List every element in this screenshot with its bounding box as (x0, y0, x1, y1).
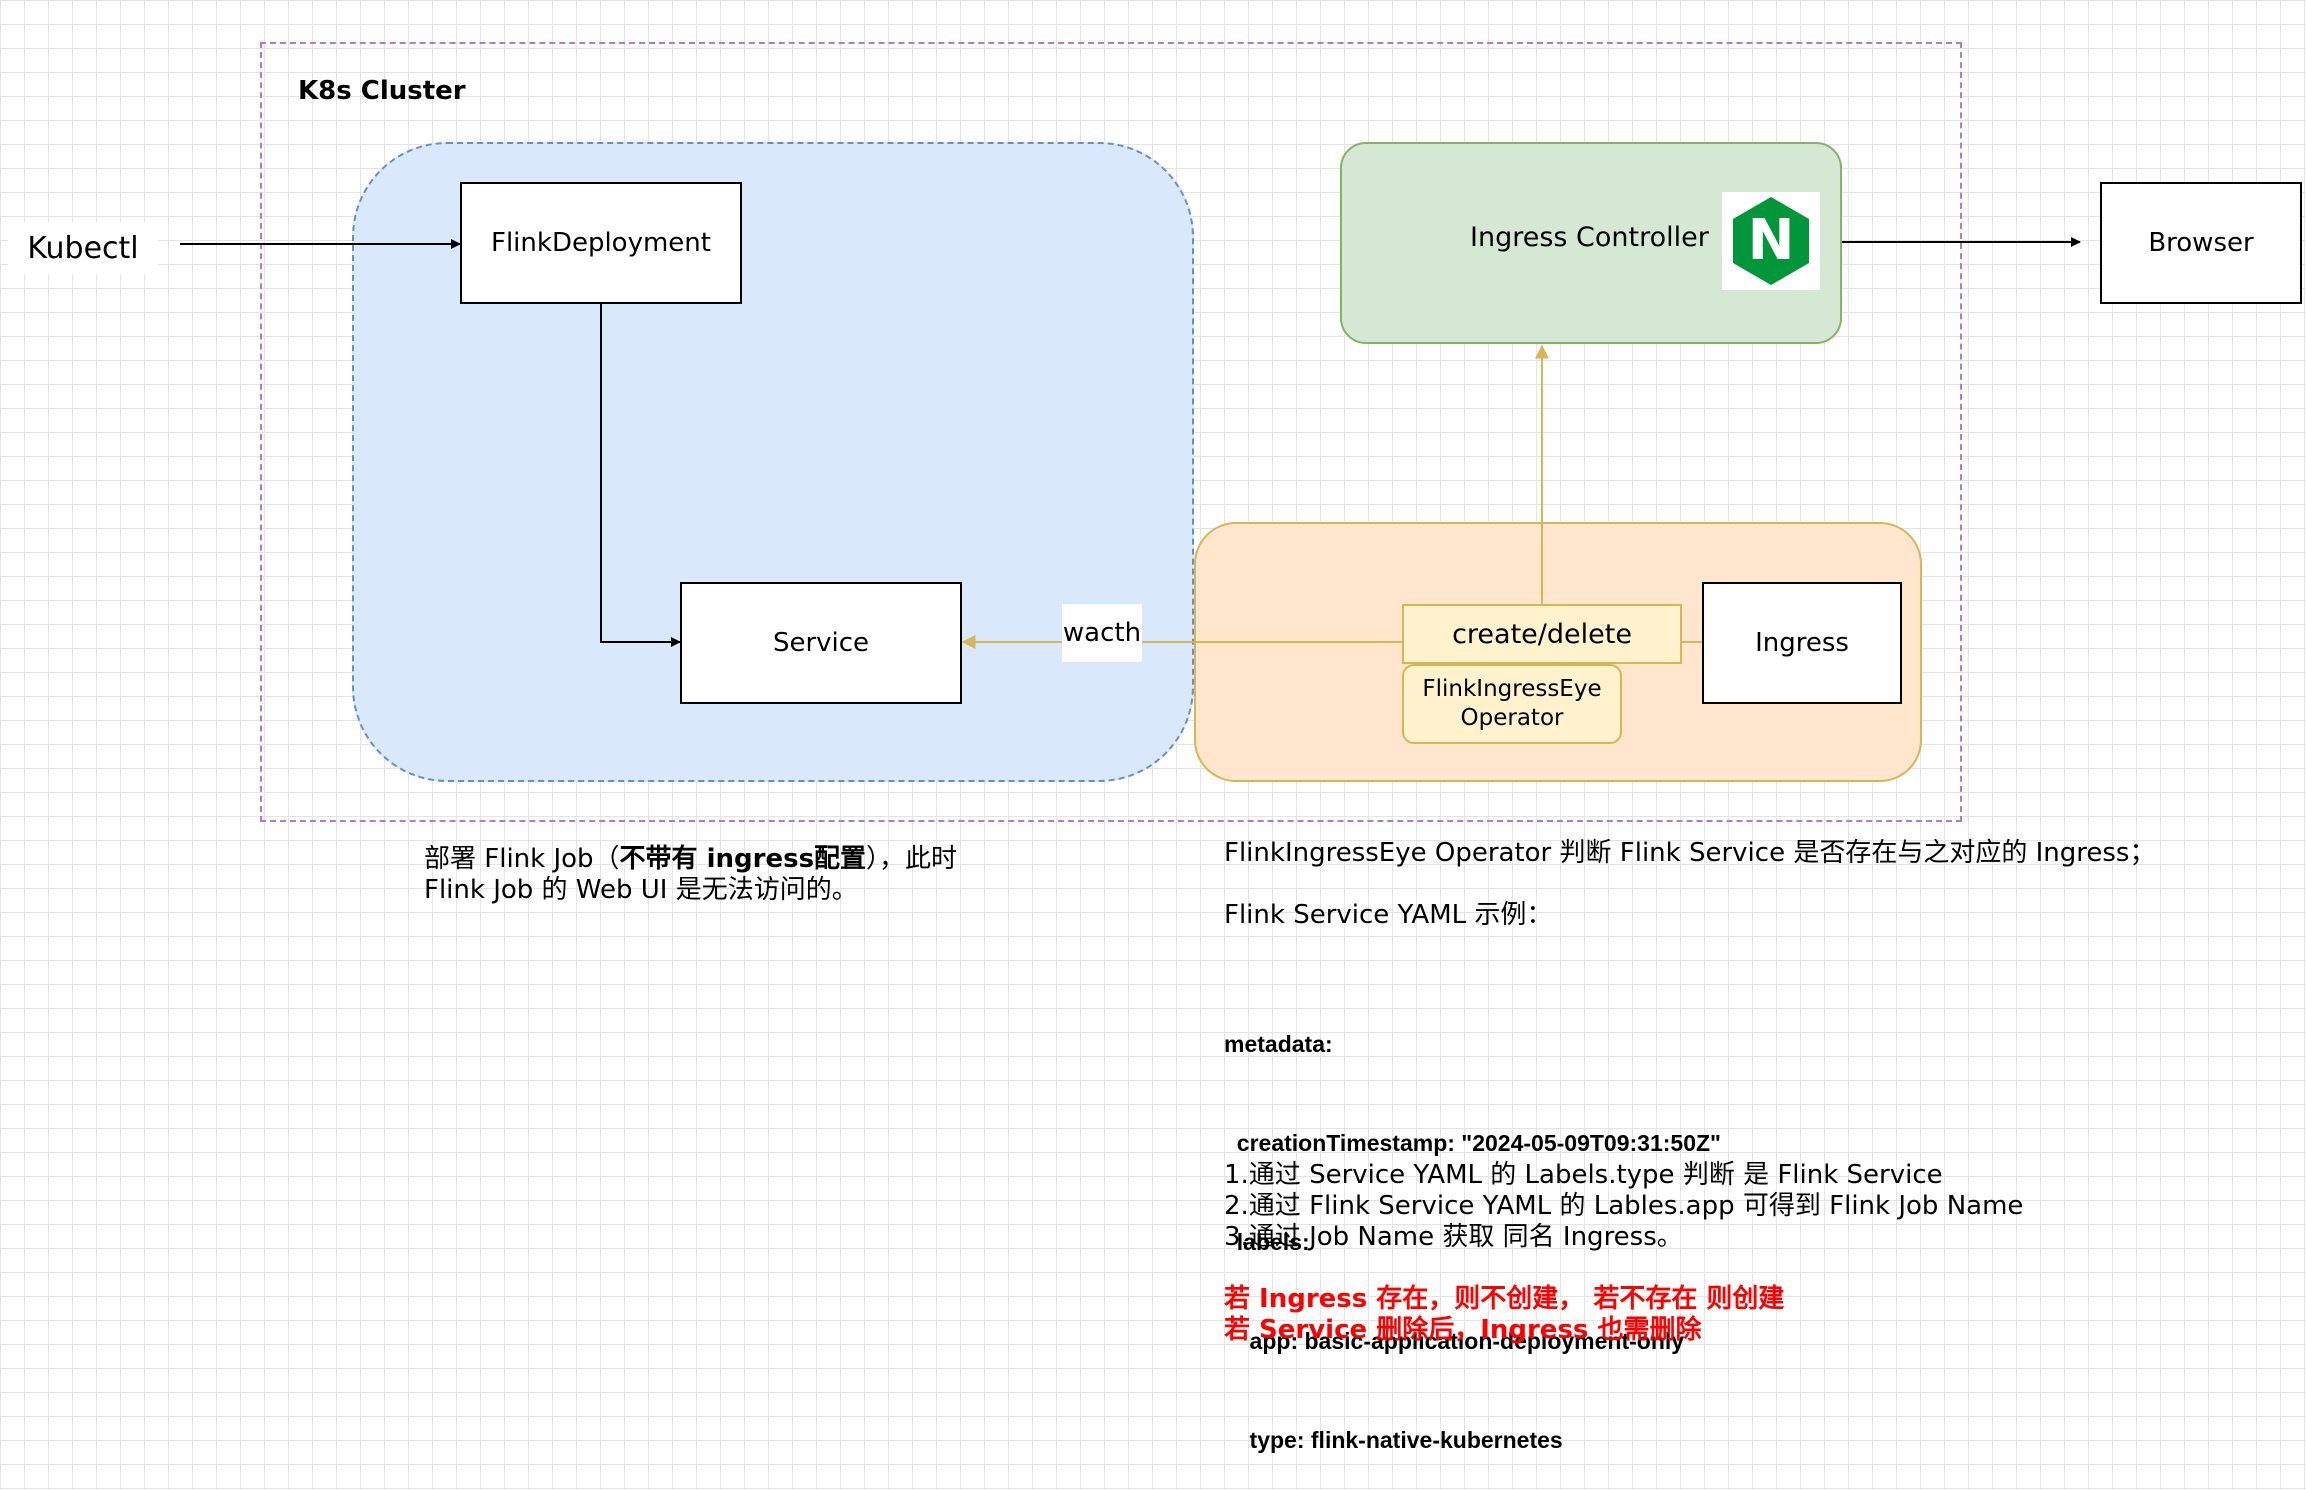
operator-name-line1: FlinkIngressEye (1422, 676, 1602, 702)
create-delete-node[interactable]: create/delete (1402, 604, 1682, 664)
left-note: 部署 Flink Job（不带有 ingress配置），此时 Flink Job… (424, 844, 957, 906)
flinkdeployment-to-service-arrow (600, 304, 681, 647)
operator-name-line2: Operator (1460, 705, 1564, 731)
nginx-hexagon: N (1733, 197, 1809, 285)
warning-list: 若 Ingress 存在，则不创建， 若不存在 则创建 若 Service 删除… (1224, 1284, 1784, 1346)
left-note-line2: Flink Job 的 Web UI 是无法访问的。 (424, 875, 858, 905)
operator-intro-text: FlinkIngressEye Operator 判断 Flink Servic… (1224, 838, 2156, 868)
cluster-label: K8s Cluster (298, 76, 466, 106)
wacth-label: wacth (1062, 604, 1142, 662)
yaml-line: type: flink-native-kubernetes (1224, 1427, 1563, 1453)
flinkingresseye-operator-node[interactable]: FlinkIngressEye Operator (1402, 664, 1622, 744)
service-node[interactable]: Service (680, 582, 962, 704)
yaml-line: app: basic-application-deployment-only (1224, 1328, 1685, 1354)
kubectl-label: Kubectl (8, 222, 158, 274)
yaml-line: metadata: (1224, 1031, 1333, 1057)
flinkdeployment-node[interactable]: FlinkDeployment (460, 182, 742, 304)
left-note-line1: 部署 Flink Job（不带有 ingress配置），此时 (424, 844, 958, 874)
ingress-node[interactable]: Ingress (1702, 582, 1902, 704)
nginx-logo-icon: N (1722, 192, 1820, 290)
k8s-cluster-boundary (260, 42, 1962, 822)
browser-node[interactable]: Browser (2100, 182, 2302, 304)
steps-list: 1.通过 Service YAML 的 Labels.type 判断 是 Fli… (1224, 1160, 2023, 1253)
connector-layer (180, 237, 2081, 649)
step-item: 2.通过 Flink Service YAML 的 Lables.app 可得到… (1224, 1191, 2024, 1221)
step-item: 3.通过 Job Name 获取 同名 Ingress。 (1224, 1222, 1683, 1252)
warning-item: 若 Service 删除后，Ingress 也需删除 (1224, 1315, 1702, 1345)
step-item: 1.通过 Service YAML 的 Labels.type 判断 是 Fli… (1224, 1160, 1943, 1190)
yaml-line: creationTimestamp: "2024-05-09T09:31:50Z… (1224, 1130, 1721, 1156)
nginx-letter: N (1748, 208, 1795, 273)
yaml-line: labels: (1224, 1229, 1310, 1255)
warning-item: 若 Ingress 存在，则不创建， 若不存在 则创建 (1224, 1284, 1785, 1314)
yaml-example-title: Flink Service YAML 示例： (1224, 900, 1553, 930)
ingress-controller-label: Ingress Controller (1470, 222, 1709, 253)
left-note-bold: 不带有 ingress配置 (619, 844, 867, 874)
